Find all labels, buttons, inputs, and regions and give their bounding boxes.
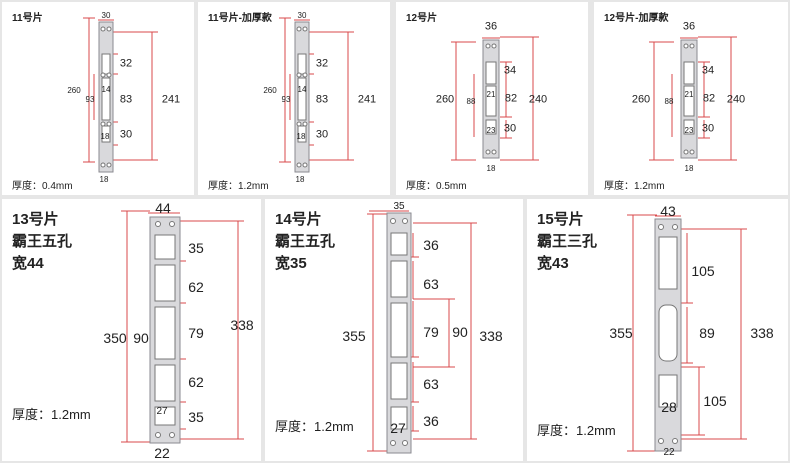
dim-bottom-small: 27 (390, 420, 406, 436)
plate-drawing (83, 17, 158, 173)
thickness-label: 厚度：1.2mm (537, 423, 616, 438)
dim-upper-slot: 34 (701, 64, 715, 77)
dim-upper-slot: 34 (503, 64, 517, 77)
dim-top-width: 36 (484, 20, 498, 33)
dim-total-height: 355 (609, 325, 633, 341)
dim-top-width: 44 (155, 200, 171, 216)
dim-top-width: 30 (101, 11, 111, 20)
thickness-label: 厚度：0.4mm (12, 181, 73, 192)
panel-title: 12号片-加厚款 (604, 13, 669, 24)
dim-main-height: 240 (528, 93, 548, 106)
dim-seg-lower: 62 (188, 374, 204, 390)
dim-total-height: 260 (67, 86, 81, 95)
dim-inner-span: 88 (466, 97, 476, 106)
panel-13: 13号片霸王五孔宽44 44 35 62 79 62 35 90 350 338… (2, 199, 261, 461)
panel-title: 15号片霸王三孔宽43 (537, 211, 598, 272)
dim-lower-slot: 30 (503, 122, 517, 135)
dim-bottom-width: 18 (99, 175, 109, 184)
dim-bottom-small: 18 (100, 132, 110, 141)
dim-middle-span: 83 (315, 93, 329, 106)
panel-title: 12号片 (406, 13, 438, 24)
thickness-label: 厚度：0.5mm (406, 181, 467, 192)
dim-top-width: 36 (682, 20, 696, 33)
dim-main-height: 338 (479, 328, 503, 344)
dim-total-height: 350 (103, 330, 127, 346)
dim-seg-bottom: 35 (188, 409, 204, 425)
dim-upper-slot: 32 (315, 57, 329, 70)
dim-seg-mid: 79 (423, 324, 439, 340)
dim-seg-lower: 63 (423, 376, 439, 392)
dim-bottom-small: 23 (684, 126, 694, 135)
plate-drawing (451, 36, 539, 161)
dim-seg-lower: 105 (703, 393, 727, 409)
dim-main-height: 338 (750, 325, 774, 341)
dim-total-height: 355 (342, 328, 366, 344)
dim-total-height: 260 (631, 93, 651, 106)
dim-middle-small: 14 (297, 85, 307, 94)
panel-11-thick: 11号片-加厚款 30 32 83 93 14 30 18 260 241 18… (198, 2, 390, 195)
dim-seg-upper: 63 (423, 276, 439, 292)
dim-bottom-width: 18 (295, 175, 305, 184)
dim-seg-mid: 79 (188, 325, 204, 341)
thickness-label: 厚度：1.2mm (12, 407, 91, 422)
dim-middle-small: 21 (684, 90, 694, 99)
thickness-label: 厚度：1.2mm (604, 181, 665, 192)
dim-bottom-width: 22 (154, 445, 170, 461)
dim-bottom-small: 28 (661, 399, 677, 415)
plate-drawing (649, 36, 737, 161)
dim-seg-mid: 89 (699, 325, 715, 341)
dim-total-height: 260 (263, 86, 277, 95)
dim-bottom-width: 18 (486, 164, 496, 173)
dim-bottom-small: 18 (296, 132, 306, 141)
plate-drawing (367, 210, 477, 454)
dim-main-height: 338 (230, 317, 254, 333)
dim-inner-span: 93 (85, 95, 95, 104)
dim-main-height: 241 (357, 93, 377, 106)
panel-15: 15号片霸王三孔宽43 43 105 89 105 355 338 28 22 … (527, 199, 788, 461)
dim-total-height: 260 (435, 93, 455, 106)
panel-12-thick: 12号片-加厚款 36 34 82 88 21 30 23 260 240 18… (594, 2, 788, 195)
dim-inner-span: 90 (452, 324, 468, 340)
dim-bottom-width: 18 (684, 164, 694, 173)
dim-seg-bottom: 36 (423, 413, 439, 429)
panel-14: 14号片霸王五孔宽35 35 36 63 79 63 36 90 355 338… (265, 199, 523, 461)
dim-middle-small: 21 (486, 90, 496, 99)
dim-top-width: 43 (660, 203, 676, 219)
dim-seg-top: 35 (188, 240, 204, 256)
panel-title: 11号片 (12, 13, 43, 24)
panel-title: 11号片-加厚款 (208, 13, 272, 24)
dim-middle-small: 14 (101, 85, 111, 94)
dim-inner-span: 90 (133, 330, 149, 346)
dim-middle-span: 82 (702, 92, 716, 105)
thickness-label: 厚度：1.2mm (275, 419, 354, 434)
dim-top-width: 30 (297, 11, 307, 20)
thickness-label: 厚度：1.2mm (208, 181, 269, 192)
dim-seg-upper: 105 (691, 263, 715, 279)
dim-lower-slot: 30 (315, 128, 329, 141)
dim-main-height: 241 (161, 93, 181, 106)
dim-lower-slot: 30 (119, 128, 133, 141)
panel-title: 13号片霸王五孔宽44 (12, 211, 73, 272)
dim-bottom-small: 27 (156, 406, 168, 417)
panel-title: 14号片霸王五孔宽35 (275, 211, 336, 272)
dim-inner-span: 93 (281, 95, 291, 104)
panel-12: 12号片 36 34 82 88 21 30 23 260 240 18 厚度：… (396, 2, 588, 195)
plate-drawing (121, 210, 244, 444)
dim-bottom-width: 22 (663, 447, 675, 458)
dim-seg-top: 36 (423, 237, 439, 253)
panel-11: 11号片 30 32 83 93 14 30 18 260 241 18 厚度：… (2, 2, 194, 195)
dim-middle-span: 82 (504, 92, 518, 105)
dim-bottom-small: 23 (486, 126, 496, 135)
plate-drawing (279, 17, 354, 173)
dim-middle-span: 83 (119, 93, 133, 106)
dim-top-width: 35 (393, 201, 405, 212)
dim-inner-span: 88 (664, 97, 674, 106)
plate-drawing (627, 214, 747, 452)
dim-seg-upper: 62 (188, 279, 204, 295)
dim-upper-slot: 32 (119, 57, 133, 70)
dim-lower-slot: 30 (701, 122, 715, 135)
dim-main-height: 240 (726, 93, 746, 106)
